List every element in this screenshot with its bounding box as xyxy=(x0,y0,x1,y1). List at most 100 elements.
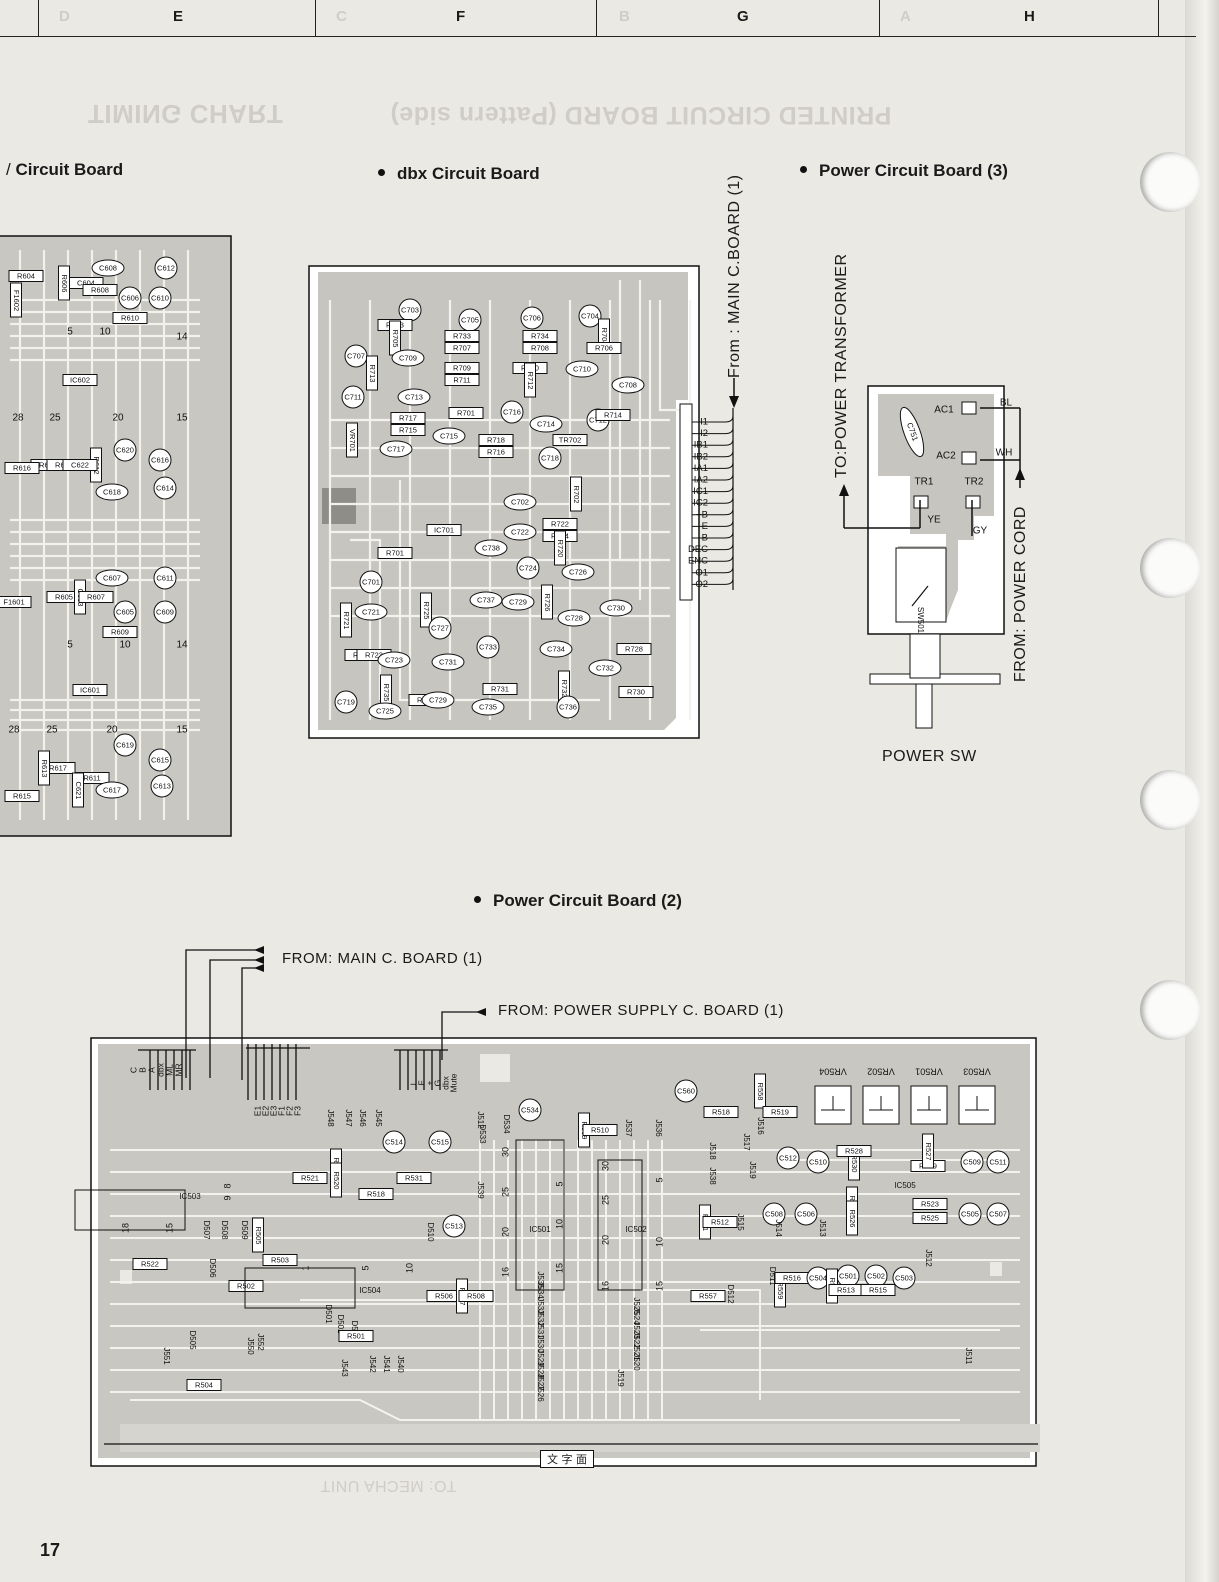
component-label: C513 xyxy=(445,1221,463,1230)
bullet-icon xyxy=(378,169,385,177)
resistor-r705: R705 xyxy=(389,320,401,356)
component-label: R559 xyxy=(776,1282,785,1300)
component-label: C622 xyxy=(71,460,89,469)
resistor-r708: R708 xyxy=(522,342,558,354)
resistor-r720: R720 xyxy=(554,530,566,566)
resistor-c534: C534 xyxy=(518,1098,542,1122)
connector-pin-label: C xyxy=(128,1067,138,1073)
component-label: C729 xyxy=(429,695,447,704)
connector-pin-label: G xyxy=(432,1080,442,1087)
capacitor-c734: C734 xyxy=(539,640,573,658)
resistor-c718: C718 xyxy=(538,446,562,470)
component-label: C726 xyxy=(569,567,587,576)
component-label: R709 xyxy=(453,363,471,372)
component-label: J513 xyxy=(818,1219,827,1237)
component-label: J548 xyxy=(326,1109,335,1127)
grid-col-h: H xyxy=(1020,0,1159,36)
component-label: C604 xyxy=(77,278,95,287)
ic-outline xyxy=(515,1139,565,1291)
resistor-r722: R722 xyxy=(542,518,578,530)
resistor-tr702: TR702 xyxy=(552,434,588,446)
resistor-r527: R527 xyxy=(922,1133,934,1169)
component-label: R505 xyxy=(254,1227,263,1245)
resistor-r506: R506 xyxy=(426,1290,462,1302)
resistor-c512: C512 xyxy=(776,1146,800,1170)
pin-number: 10 xyxy=(99,327,111,338)
resistor-c510: C510 xyxy=(806,1150,830,1174)
component-label: R615 xyxy=(13,791,31,800)
component-label: J545 xyxy=(374,1109,383,1127)
component-label: R722 xyxy=(551,519,569,528)
resistor-r501: R501 xyxy=(338,1330,374,1342)
pin-number: 20 xyxy=(500,1227,510,1237)
component-label: C616 xyxy=(151,455,169,464)
resistor-r616: R616 xyxy=(4,462,40,474)
resistor-r728: R728 xyxy=(616,643,652,655)
component-label: C717 xyxy=(387,444,405,453)
resistor-c616: C616 xyxy=(148,448,172,472)
trimmer-vr501: VR501 xyxy=(910,1067,948,1125)
grid-col-a: A xyxy=(879,0,1020,36)
component-label: R720 xyxy=(556,540,565,558)
bullet-icon xyxy=(800,166,807,174)
component-label: C727 xyxy=(431,623,449,632)
capacitor-c732: C732 xyxy=(588,659,622,677)
terminal-pad xyxy=(913,495,929,509)
component-label: J541 xyxy=(382,1355,391,1373)
capacitor-c715: C715 xyxy=(432,427,466,445)
binder-hole xyxy=(1140,538,1200,598)
component-label: F1601 xyxy=(3,597,24,606)
component-label: R715 xyxy=(399,425,417,434)
component-label: R735 xyxy=(382,684,391,702)
component-label: C708 xyxy=(619,380,637,389)
resistor-ic601: IC601 xyxy=(72,684,108,696)
connector-pin-label: IC1 xyxy=(693,486,708,497)
component-label: IC502 xyxy=(625,1225,647,1234)
resistor-r716: R716 xyxy=(478,446,514,458)
component-label: C511 xyxy=(989,1157,1006,1166)
pin-number: 5 xyxy=(67,327,73,338)
resistor-c704: C704 xyxy=(578,304,602,328)
left-board-title: / Circuit Board xyxy=(6,160,124,179)
capacitor-c618: C618 xyxy=(95,483,129,501)
resistor-c619: C619 xyxy=(113,733,137,757)
component-label: IC505 xyxy=(894,1181,916,1190)
resistor-c719: C719 xyxy=(334,690,358,714)
pin-number: 18 xyxy=(120,1223,130,1233)
component-label: C719 xyxy=(337,697,355,706)
component-label: J550 xyxy=(246,1337,255,1355)
resistor-ic602: IC602 xyxy=(62,374,98,386)
resistor-r714: R714 xyxy=(595,409,631,421)
component-label: J546 xyxy=(358,1109,367,1127)
component-label: C606 xyxy=(121,293,139,302)
terminal-label: TR1 xyxy=(915,477,934,488)
bottom-mark: 文 字 面 xyxy=(540,1450,594,1468)
resistor-r516: R516 xyxy=(774,1272,810,1284)
component-label: IC504 xyxy=(359,1286,381,1295)
trimmer-label: VR502 xyxy=(867,1067,895,1077)
resistor-c515: C515 xyxy=(428,1130,452,1154)
component-label: R725 xyxy=(422,602,431,620)
component-label: C610 xyxy=(151,293,169,302)
terminal-pad xyxy=(961,401,977,415)
capacitor-c728: C728 xyxy=(557,609,591,627)
capacitor-c617: C617 xyxy=(95,781,129,799)
resistor-r712: R712 xyxy=(524,362,536,398)
resistor-vr701: VR701 xyxy=(346,422,358,458)
grid-col-e: E xyxy=(173,8,184,25)
capacitor-c713: C713 xyxy=(397,388,431,406)
terminal-pad xyxy=(961,451,977,465)
grid-col-f: F xyxy=(456,8,466,25)
capacitor-c730: C730 xyxy=(599,599,633,617)
component-label: R708 xyxy=(531,343,549,352)
component-label: R605 xyxy=(55,592,73,601)
resistor-r505: R505 xyxy=(252,1217,264,1253)
terminal-label: AC1 xyxy=(934,405,954,416)
pin-number: 15 xyxy=(164,1223,174,1233)
terminal-label: WH xyxy=(996,448,1013,459)
component-label: C514 xyxy=(385,1137,403,1146)
